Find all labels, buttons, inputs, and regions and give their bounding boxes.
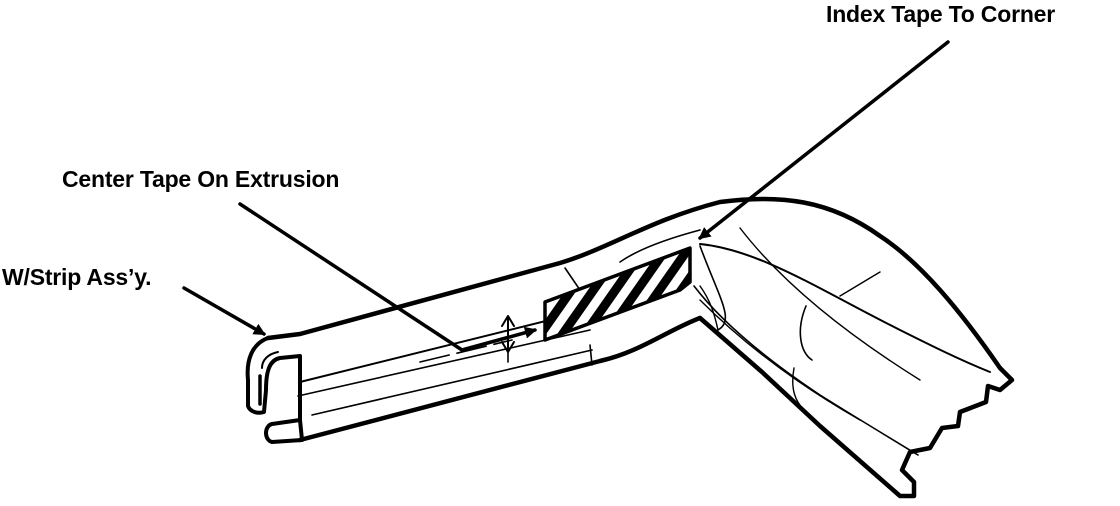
leader-line-index xyxy=(698,40,950,240)
tape-strip xyxy=(543,246,692,342)
center-indicator-arrows xyxy=(501,315,515,363)
extrusion-profile-end xyxy=(245,336,304,444)
weatherstrip-label: W/Strip Ass’y. xyxy=(2,264,152,290)
center-tape-label: Center Tape On Extrusion xyxy=(62,166,340,192)
leader-line-center xyxy=(238,202,537,352)
weatherstrip-body xyxy=(265,196,1015,499)
leader-line-wstrip xyxy=(182,286,266,336)
index-tape-label: Index Tape To Corner xyxy=(826,1,1056,27)
